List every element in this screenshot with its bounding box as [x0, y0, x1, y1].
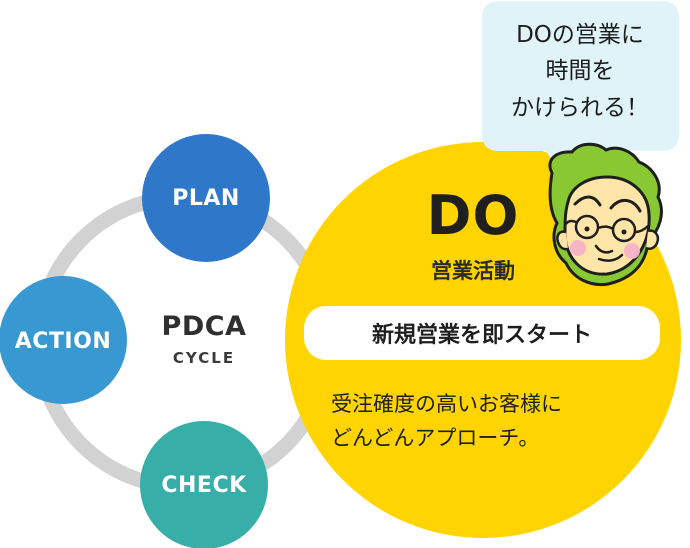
speech-line-1: DOの営業に [516, 22, 644, 48]
do-description: 受注確度の高いお客様に どんどんアプローチ。 [331, 387, 651, 479]
do-description-line-1: 受注確度の高いお客様に [331, 392, 562, 416]
action-node [0, 276, 127, 404]
check-label: CHECK [161, 472, 247, 498]
do-description-line-2: どんどんアプローチ。 [331, 426, 540, 451]
character-face-icon [548, 142, 663, 287]
speech-bubble [482, 1, 679, 171]
do-pill: 新規営業を即スタート [304, 306, 660, 360]
do-title: DO [426, 184, 520, 247]
action-label: ACTION [14, 328, 112, 354]
plan-node [142, 134, 270, 262]
speech-line-3: かけられる！ [511, 94, 649, 121]
speech-line-2: 時間を [545, 58, 615, 85]
do-subtitle: 営業活動 [431, 259, 515, 283]
speech-text: DOの営業に 時間を かけられる！ [487, 17, 673, 133]
pdca-subtitle: CYCLE [172, 349, 236, 367]
pdca-title: PDCA [161, 310, 247, 342]
plan-label: PLAN [172, 185, 240, 211]
check-node [140, 421, 268, 548]
